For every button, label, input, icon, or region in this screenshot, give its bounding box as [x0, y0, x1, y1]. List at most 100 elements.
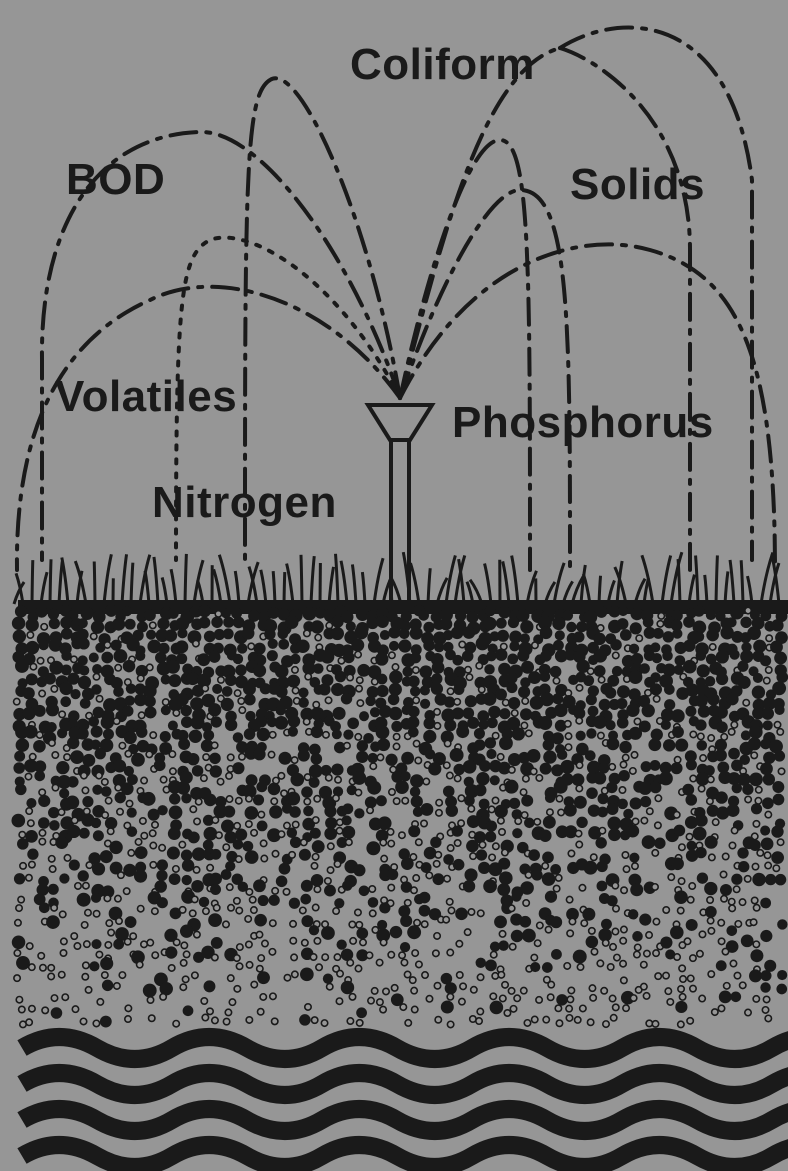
soil-pore	[454, 840, 460, 846]
soil-pore	[621, 926, 627, 932]
soil-particle	[732, 783, 743, 794]
soil-particle	[342, 880, 353, 891]
soil-pore	[380, 839, 386, 845]
soil-pore	[434, 983, 440, 989]
soil-particle	[748, 737, 761, 750]
grass-blade	[336, 554, 338, 604]
soil-particle	[720, 884, 732, 896]
soil-particle	[23, 687, 35, 699]
soil-particle	[47, 722, 57, 732]
soil-pore	[412, 950, 418, 956]
soil-pore	[119, 743, 125, 749]
soil-pore	[674, 954, 680, 960]
soil-particle	[528, 671, 541, 684]
soil-particle	[453, 859, 465, 871]
soil-particle	[466, 611, 478, 623]
soil-pore	[150, 622, 156, 628]
grass-blade	[512, 556, 518, 604]
soil-pore	[757, 850, 763, 856]
soil-particle	[389, 670, 403, 684]
soil-particle	[70, 689, 80, 699]
soil-particle	[155, 652, 167, 664]
soil-pore	[228, 905, 234, 911]
soil-particle	[157, 897, 168, 908]
soil-particle	[749, 773, 763, 787]
soil-pore	[60, 950, 66, 956]
soil-pore	[72, 1006, 78, 1012]
soil-particle	[563, 610, 574, 621]
soil-pore	[708, 735, 714, 741]
soil-pore	[182, 976, 188, 982]
soil-pore	[323, 732, 329, 738]
soil-particle	[650, 760, 661, 771]
soil-particle	[586, 728, 596, 738]
soil-pore	[236, 963, 242, 969]
soil-particle	[661, 720, 671, 730]
soil-pore	[492, 797, 498, 803]
soil-pore	[147, 997, 153, 1003]
soil-pore	[138, 712, 144, 718]
soil-pore	[555, 875, 561, 881]
soil-pore	[302, 940, 308, 946]
soil-particle	[419, 892, 431, 904]
soil-pore	[663, 907, 669, 913]
soil-pore	[357, 677, 363, 683]
groundwater-waves	[22, 1037, 788, 1167]
grass-blade	[261, 570, 266, 604]
soil-particle	[46, 915, 60, 929]
soil-particle	[760, 898, 771, 909]
soil-pore	[58, 809, 64, 815]
soil-particle	[276, 876, 288, 888]
soil-particle	[313, 663, 324, 674]
soil-particle	[312, 840, 325, 853]
soil-pore	[729, 899, 735, 905]
soil-pore	[620, 761, 626, 767]
soil-pore	[435, 1017, 441, 1023]
soil-pore	[203, 754, 209, 760]
soil-pore	[668, 874, 674, 880]
soil-particle	[463, 626, 476, 639]
soil-particle	[714, 749, 726, 761]
soil-particle	[597, 881, 608, 892]
soil-pore	[71, 656, 77, 662]
soil-pore	[40, 965, 46, 971]
soil-pore	[29, 964, 35, 970]
soil-particle	[342, 826, 355, 839]
soil-pore	[599, 828, 605, 834]
soil-particle	[423, 717, 435, 729]
spray-arc-solids	[560, 48, 690, 570]
soil-pore	[402, 798, 408, 804]
soil-pore	[698, 785, 704, 791]
soil-particle	[366, 841, 380, 855]
soil-particle	[243, 683, 256, 696]
soil-pore	[621, 977, 627, 983]
soil-pore	[718, 938, 724, 944]
soil-pore	[630, 995, 636, 1001]
soil-particle	[519, 916, 531, 928]
soil-pore	[631, 752, 637, 758]
soil-particle	[197, 653, 210, 666]
soil-particle	[92, 664, 102, 674]
soil-particle	[434, 642, 444, 652]
soil-pore	[743, 700, 749, 706]
soil-pore	[730, 960, 736, 966]
soil-particle	[181, 850, 192, 861]
soil-pore	[228, 975, 234, 981]
soil-pore	[283, 889, 289, 895]
soil-pore	[107, 828, 113, 834]
soil-pore	[756, 787, 762, 793]
soil-particle	[760, 826, 770, 836]
soil-pore	[316, 964, 322, 970]
soil-pore	[721, 896, 727, 902]
soil-pore	[271, 798, 277, 804]
soil-pore	[173, 939, 179, 945]
soil-particle	[486, 820, 497, 831]
soil-pore	[689, 883, 695, 889]
soil-pore	[641, 983, 647, 989]
soil-pore	[443, 916, 449, 922]
soil-particle	[595, 837, 606, 848]
soil-pore	[647, 808, 653, 814]
soil-particle	[643, 617, 654, 628]
sprinkler-head	[368, 405, 432, 440]
soil-particle	[378, 816, 392, 830]
